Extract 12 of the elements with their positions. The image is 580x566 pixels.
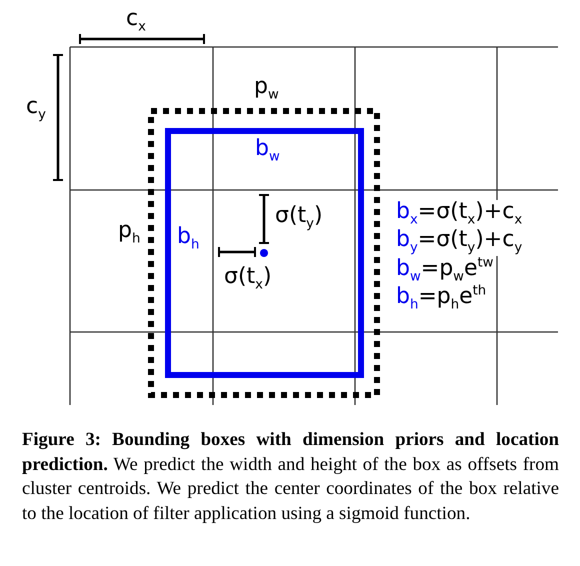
offset-label: σ(t$_{y}$) (275, 205, 323, 231)
figure-caption: Figure 3: Bounding boxes with dimension priors and location prediction. We predict the width and height of the box as offsets from cluster centroids. We predict the center coordinates of the box relative to the location of filter application using a sigmoid function. (22, 428, 559, 526)
dimension-label: p$_{h}$ (118, 220, 140, 246)
dimension-label: c$_{x}$ (126, 8, 146, 34)
dimension-label: b$_{h}$ (177, 226, 200, 252)
dimension-label: c$_{y}$ (26, 96, 46, 122)
dimension-label: b$_{w}$ (255, 138, 280, 164)
formula: b$_{y}$=σ(t$_{y}$)+c$_{y}$ (396, 228, 522, 256)
predicted-box (165, 128, 364, 378)
offset-label: σ(t$_{x}$) (224, 266, 272, 292)
formula: b$_{x}$=σ(t$_{x}$)+c$_{x}$ (396, 200, 522, 228)
dimension-label: p$_{w}$ (254, 76, 279, 102)
